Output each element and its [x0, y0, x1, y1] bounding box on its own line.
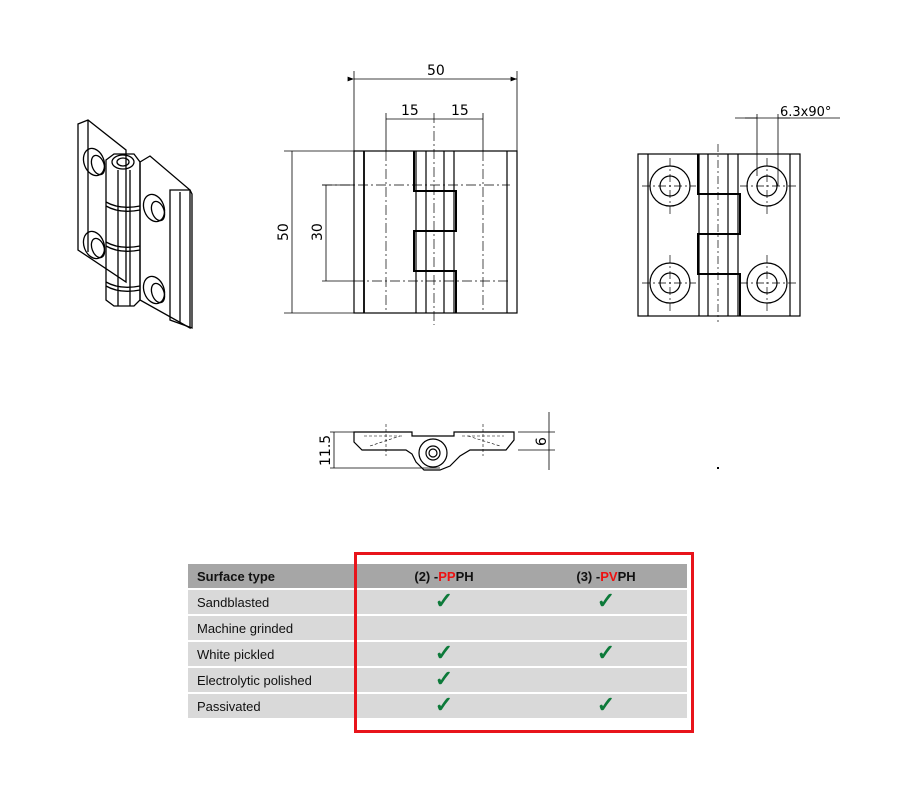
cell-pv: ✓ — [525, 640, 687, 667]
row-label: Sandblasted — [188, 588, 363, 615]
dim-hole-spacing-30: 30 — [310, 223, 326, 241]
cell-pv: ✓ — [525, 692, 687, 718]
dim-width-50: 50 — [427, 63, 445, 79]
dim-countersink: 6.3x90° — [780, 105, 831, 120]
front-view-drawing: 50 15 15 50 30 — [276, 63, 518, 325]
rear-view-drawing: 6.3x90° — [637, 105, 840, 322]
check-icon: ✓ — [434, 666, 454, 691]
header-pv-prefix: (3) - — [576, 568, 601, 584]
header-pv-variant: (3) -PVPH — [525, 564, 687, 589]
header-pp-variant: (2) -PPPH — [363, 564, 525, 589]
check-icon: ✓ — [596, 692, 616, 717]
dim-height-50: 50 — [276, 223, 292, 241]
table-row: Sandblasted ✓ ✓ — [188, 588, 687, 615]
header-surface-type: Surface type — [188, 564, 363, 589]
stray-dot — [717, 467, 719, 469]
dim-leaf-thickness: 6 — [534, 437, 550, 446]
cell-pv — [525, 614, 687, 641]
check-icon: ✓ — [434, 588, 454, 613]
cell-pp — [363, 614, 525, 641]
check-icon: ✓ — [434, 640, 454, 665]
row-label: Electrolytic polished — [188, 666, 363, 693]
table-header-row: Surface type (2) -PPPH (3) -PVPH — [188, 564, 687, 589]
table-row: Passivated ✓ ✓ — [188, 692, 687, 718]
surface-type-table: Surface type (2) -PPPH (3) -PVPH Sandbla… — [188, 564, 687, 718]
header-pv-suffix: PH — [617, 568, 636, 584]
check-icon: ✓ — [596, 640, 616, 665]
row-label: Machine grinded — [188, 614, 363, 641]
table-row: Machine grinded — [188, 614, 687, 641]
cell-pp: ✓ — [363, 692, 525, 718]
cell-pp: ✓ — [363, 588, 525, 615]
dim-offset-left-15: 15 — [401, 103, 419, 119]
cell-pp: ✓ — [363, 640, 525, 667]
dim-total-thickness: 11.5 — [318, 435, 334, 466]
table-row: Electrolytic polished ✓ — [188, 666, 687, 693]
row-label: White pickled — [188, 640, 363, 667]
table-row: White pickled ✓ ✓ — [188, 640, 687, 667]
header-pv-highlight: PV — [600, 568, 618, 584]
highlight-box — [354, 552, 694, 733]
cell-pp: ✓ — [363, 666, 525, 693]
check-icon: ✓ — [596, 588, 616, 613]
row-label: Passivated — [188, 692, 363, 718]
header-pp-suffix: PH — [455, 568, 474, 584]
check-icon: ✓ — [434, 692, 454, 717]
header-pp-highlight: PP — [438, 568, 456, 584]
header-pp-prefix: (2) - — [414, 568, 439, 584]
cell-pv: ✓ — [525, 588, 687, 615]
dim-offset-right-15: 15 — [451, 103, 469, 119]
isometric-hinge-view — [77, 119, 193, 330]
top-view-drawing: 11.5 6 — [318, 412, 555, 471]
cell-pv — [525, 666, 687, 693]
